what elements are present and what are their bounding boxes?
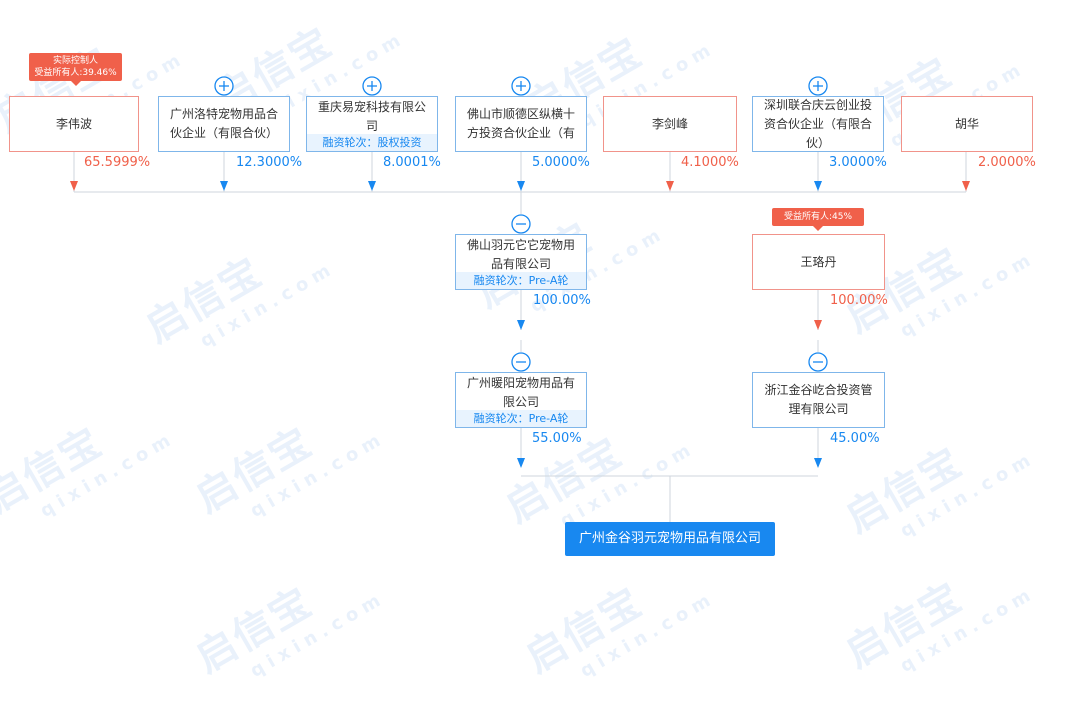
arrow-down-icon <box>814 458 822 468</box>
collapse-button[interactable] <box>511 214 531 234</box>
shareholder-name: 深圳联合庆云创业投资合伙企业（有限合伙） <box>763 97 872 150</box>
shareholder-name: 广州洛特宠物用品合伙企业（有限合伙） <box>169 107 278 140</box>
company-node[interactable]: 广州暖阳宠物用品有限公司 融资轮次：Pre-A轮 <box>455 372 587 428</box>
arrow-down-icon <box>220 181 228 191</box>
plus-circle-icon <box>362 76 382 96</box>
expand-button[interactable] <box>808 76 828 96</box>
company-node[interactable]: 佛山羽元它它宠物用品有限公司 融资轮次：Pre-A轮 <box>455 234 587 290</box>
arrow-down-icon <box>517 320 525 330</box>
minus-circle-icon <box>511 352 531 372</box>
arrow-down-icon <box>517 458 525 468</box>
shareholder-node[interactable]: 深圳联合庆云创业投资合伙企业（有限合伙） <box>752 96 884 152</box>
share-percent: 100.00% <box>533 293 591 308</box>
plus-circle-icon <box>214 76 234 96</box>
shareholder-name: 王珞丹 <box>800 254 837 269</box>
minus-circle-icon <box>511 214 531 234</box>
shareholder-node[interactable]: 李剑峰 <box>603 96 737 152</box>
shareholder-name: 佛山市顺德区纵横十方投资合伙企业（有限合伙） <box>466 107 575 140</box>
funding-round-label: 融资轮次：股权投资 <box>307 134 437 151</box>
company-node[interactable]: 浙江金谷屹合投资管理有限公司 <box>752 372 885 428</box>
plus-circle-icon <box>808 76 828 96</box>
share-percent: 12.3000% <box>236 155 303 170</box>
share-percent: 5.0000% <box>532 155 590 170</box>
expand-button[interactable] <box>362 76 382 96</box>
minus-circle-icon <box>808 352 828 372</box>
collapse-button[interactable] <box>511 352 531 372</box>
funding-round-label: 融资轮次：Pre-A轮 <box>456 410 586 427</box>
arrow-down-icon <box>368 181 376 191</box>
share-percent: 2.0000% <box>978 155 1036 170</box>
shareholder-name: 胡华 <box>954 116 979 131</box>
connector-lines <box>70 76 970 522</box>
share-percent: 4.1000% <box>681 155 739 170</box>
collapse-button[interactable] <box>808 352 828 372</box>
arrow-down-icon <box>814 320 822 330</box>
expand-button[interactable] <box>214 76 234 96</box>
beneficiary-badge: 受益所有人:45% <box>772 208 864 231</box>
share-percent: 45.00% <box>830 431 880 446</box>
shareholder-node[interactable]: 佛山市顺德区纵横十方投资合伙企业（有限合伙） <box>455 96 587 152</box>
share-percent: 100.00% <box>830 293 888 308</box>
arrow-down-icon <box>814 181 822 191</box>
company-name: 浙江金谷屹合投资管理有限公司 <box>764 383 873 416</box>
expand-button[interactable] <box>511 76 531 96</box>
shareholder-node[interactable]: 胡华 <box>901 96 1033 152</box>
controller-badge: 实际控制人 受益所有人:39.46% <box>29 53 122 86</box>
shareholder-node[interactable]: 王珞丹 <box>752 234 885 290</box>
arrow-down-icon <box>517 181 525 191</box>
arrow-down-icon <box>666 181 674 191</box>
shareholder-node[interactable]: 李伟波 <box>9 96 139 152</box>
share-percent: 65.5999% <box>84 155 151 170</box>
plus-circle-icon <box>511 76 531 96</box>
shareholder-node[interactable]: 重庆易宠科技有限公司 融资轮次：股权投资 <box>306 96 438 152</box>
shareholder-name: 李伟波 <box>55 116 92 131</box>
target-company-node[interactable]: 广州金谷羽元宠物用品有限公司 <box>565 522 775 556</box>
funding-round-label: 融资轮次：Pre-A轮 <box>456 272 586 289</box>
shareholder-node[interactable]: 广州洛特宠物用品合伙企业（有限合伙） <box>158 96 290 152</box>
arrow-down-icon <box>70 181 78 191</box>
company-name: 佛山羽元它它宠物用品有限公司 <box>466 237 575 271</box>
share-percent: 3.0000% <box>829 155 887 170</box>
company-name: 广州暖阳宠物用品有限公司 <box>466 375 575 409</box>
shareholder-name: 李剑峰 <box>651 116 688 131</box>
share-percent: 8.0001% <box>383 155 441 170</box>
arrow-down-icon <box>962 181 970 191</box>
shareholder-name: 重庆易宠科技有限公司 <box>317 99 426 133</box>
share-percent: 55.00% <box>532 431 582 446</box>
